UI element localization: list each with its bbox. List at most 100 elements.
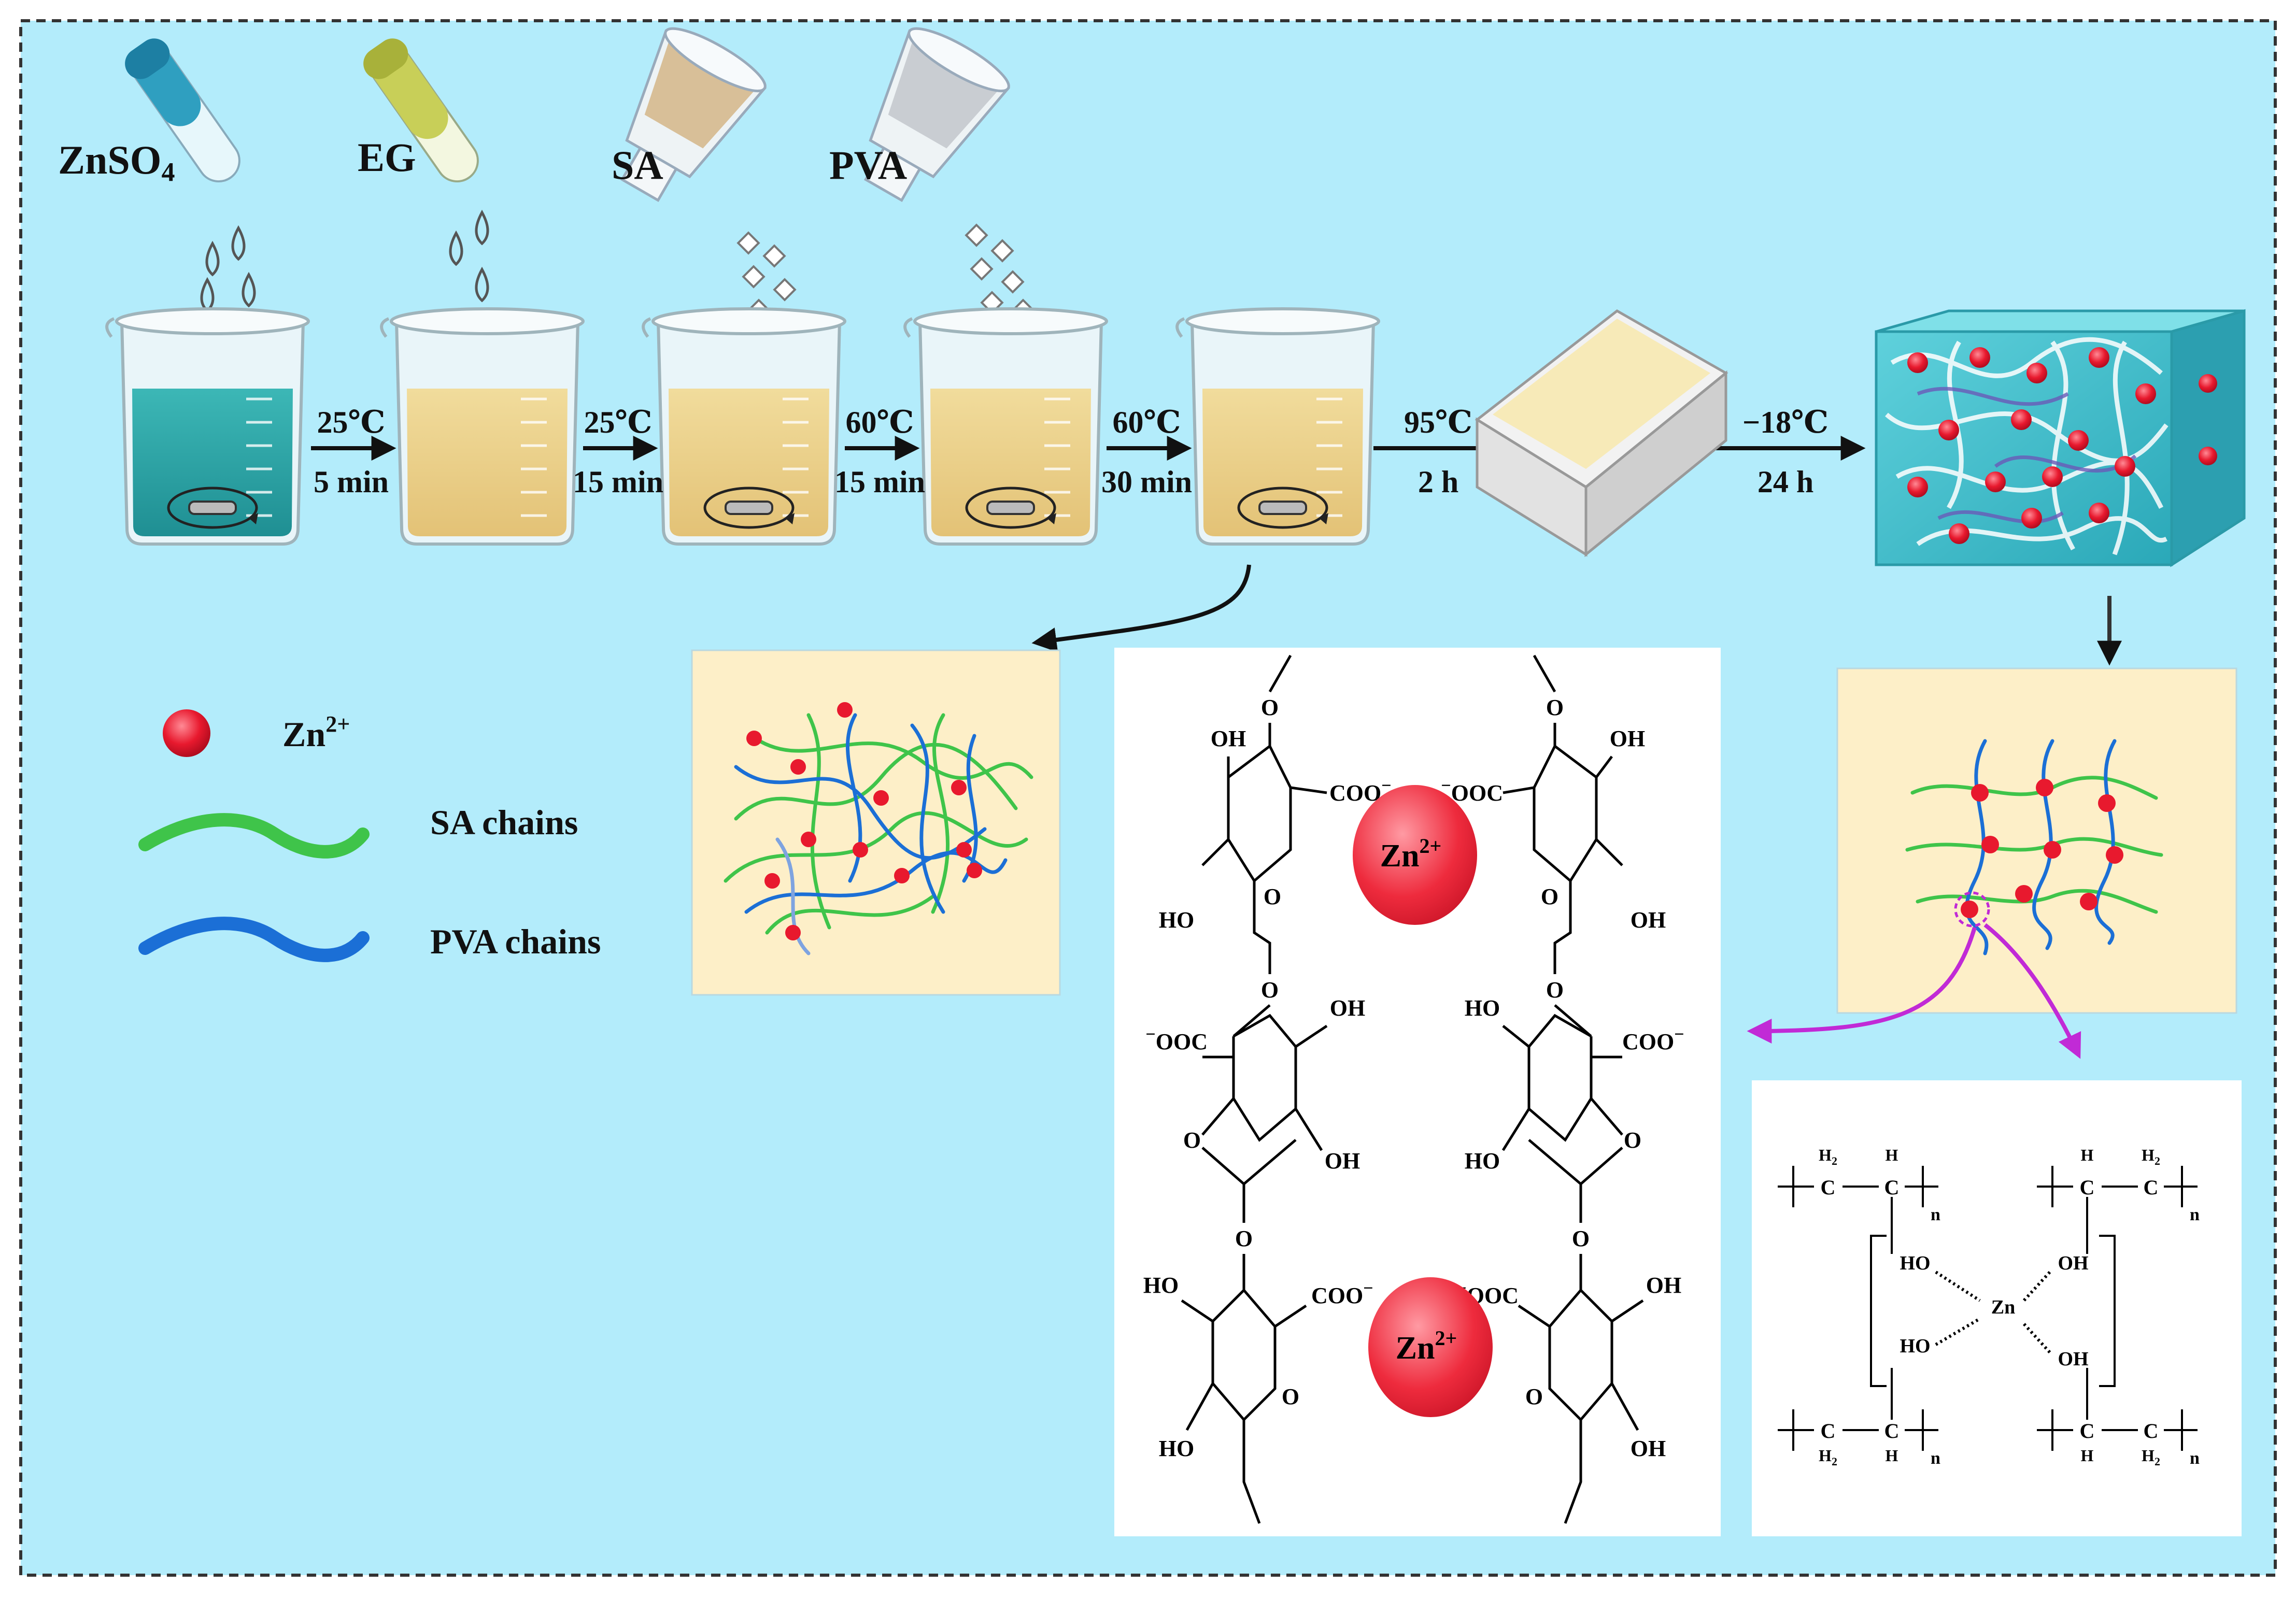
coordination-bond (2022, 1270, 2051, 1302)
chem-label: O (1282, 1384, 1299, 1409)
magenta-arrow-to-pva (1983, 923, 2081, 1059)
pva-ho-label: HO (1900, 1252, 1930, 1274)
pva-structure-panel (1752, 1080, 2242, 1536)
step-6-temp: −18℃ (1742, 405, 1829, 439)
hydrogen-label: H (2081, 1146, 2094, 1164)
beaker-4-icon (903, 307, 1108, 546)
beaker-3-icon (642, 307, 846, 546)
pva-repeat-unit-3: C Cn H2 H (1778, 1368, 1940, 1468)
step-6-time: 24 h (1758, 465, 1813, 499)
coordination-bond (1935, 1270, 1981, 1302)
chem-label: O (1624, 1127, 1641, 1153)
chem-label: OH (1211, 726, 1246, 751)
step-arrow-6: −18℃ 24 h (1710, 405, 1866, 499)
chem-label: OH (1631, 1436, 1666, 1461)
step-arrow-4: 60℃30 min (1101, 405, 1192, 499)
step-1-temp: 25℃ (317, 405, 386, 439)
step-2-temp: 25℃ (584, 405, 653, 439)
beaker-1-icon (105, 307, 310, 546)
eg-label: EG (358, 135, 416, 180)
carboxylate-label: COO− (1329, 776, 1392, 806)
chem-label: HO (1159, 1436, 1194, 1461)
hydrogen-label: H (1886, 1446, 1898, 1465)
chem-label: O (1261, 695, 1279, 720)
hydrogen-label: H2 (1819, 1446, 1837, 1468)
chem-label: OH (1646, 1273, 1681, 1298)
step-4-time: 30 min (1101, 465, 1192, 499)
hydrogen-label: H (2081, 1446, 2094, 1465)
pva-zn-label: Zn (1991, 1296, 2015, 1318)
chem-label: C (2080, 1176, 2095, 1199)
chem-label: C (2080, 1419, 2095, 1443)
legend-zn-label: Zn2+ (282, 711, 350, 754)
beaker-2-icon (380, 307, 585, 546)
coordination-bond (2022, 1322, 2051, 1354)
eg-tube-icon (363, 38, 489, 303)
step-3-temp: 60℃ (846, 405, 914, 439)
mold-tray-icon (1475, 309, 1728, 558)
curved-arrow-to-network (1031, 564, 1251, 652)
chem-label: HO (1465, 1148, 1500, 1174)
hydrogen-label: H2 (2142, 1146, 2160, 1167)
step-3-time: 15 min (834, 465, 925, 499)
zn-ion-icon: Zn2+ (1368, 1277, 1493, 1417)
legend-pva-icon (138, 917, 370, 962)
step-arrow-2: 25℃15 min (573, 405, 663, 499)
pregel-network-box (691, 649, 1061, 996)
znso4-label: ZnSO4 (58, 137, 175, 187)
chem-label: O (1525, 1384, 1543, 1409)
chem-label: C (1821, 1419, 1836, 1443)
step-arrow-3: 60℃ 15 min (834, 405, 925, 499)
legend-pva-label: PVA chains (430, 922, 601, 961)
step-5-temp: 95℃ (1404, 405, 1472, 439)
carboxylate-label: −OOC (1441, 776, 1503, 806)
zn-ion-label: Zn2+ (1396, 1326, 1457, 1366)
pva-n-label: n (1931, 1449, 1940, 1468)
chem-label: O (1572, 1226, 1590, 1251)
chem-label: HO (1159, 907, 1194, 933)
chem-label: C (1884, 1176, 1900, 1199)
chem-label: O (1261, 977, 1279, 1003)
chem-label: HO (1143, 1273, 1179, 1298)
legend-sa-label: SA chains (430, 803, 578, 842)
chem-label: OH (1330, 995, 1365, 1021)
chem-label: C (2144, 1176, 2159, 1199)
pva-n-label: n (1931, 1205, 1940, 1224)
chem-label: O (1264, 884, 1281, 909)
chem-label: O (1183, 1127, 1201, 1153)
step-arrow-1: 25℃ 5 min (311, 405, 396, 499)
carboxylate-label: −OOC (1145, 1025, 1208, 1054)
step-arrow-5: 95℃ 2 h (1373, 405, 1508, 499)
pva-oh-label: OH (2058, 1252, 2088, 1274)
legend-zn-icon (163, 709, 210, 757)
chem-label: OH (1610, 726, 1645, 751)
pva-ho-label: HO (1900, 1335, 1930, 1357)
hydrogen-label: H (1886, 1146, 1898, 1164)
carboxylate-label: COO− (1311, 1279, 1373, 1308)
chem-label: OH (1631, 907, 1666, 933)
coordination-bond (1935, 1317, 1981, 1346)
chem-label: C (2144, 1419, 2159, 1443)
sa-bottle-icon (620, 27, 797, 322)
sa-label: SA (612, 142, 663, 188)
step-arrows: 25℃ 5 min 25℃15 min 60℃ 15 min 60℃30 min 95℃ 2 … (311, 405, 1866, 499)
hydrogen-label: H2 (1819, 1146, 1837, 1167)
step-5-time: 2 h (1418, 465, 1458, 499)
legend: Zn2+ SA chains PVA chains (138, 709, 601, 962)
chem-label: O (1541, 884, 1558, 909)
hydrogen-label: H2 (2142, 1446, 2160, 1468)
zn-ion-label: Zn2+ (1380, 834, 1442, 874)
pva-n-label: n (2190, 1449, 2200, 1468)
step-1-time: 5 min (314, 465, 389, 499)
chem-label: C (1884, 1419, 1900, 1443)
gel-network-box (1836, 667, 2237, 1014)
hydrogel-cube-icon (1875, 309, 2246, 567)
legend-sa-icon (138, 813, 370, 859)
magenta-arrow-to-sa (1747, 926, 1977, 1044)
pva-label: PVA (829, 142, 907, 188)
beaker-row (105, 307, 1380, 546)
carboxylate-label: COO− (1622, 1025, 1684, 1054)
